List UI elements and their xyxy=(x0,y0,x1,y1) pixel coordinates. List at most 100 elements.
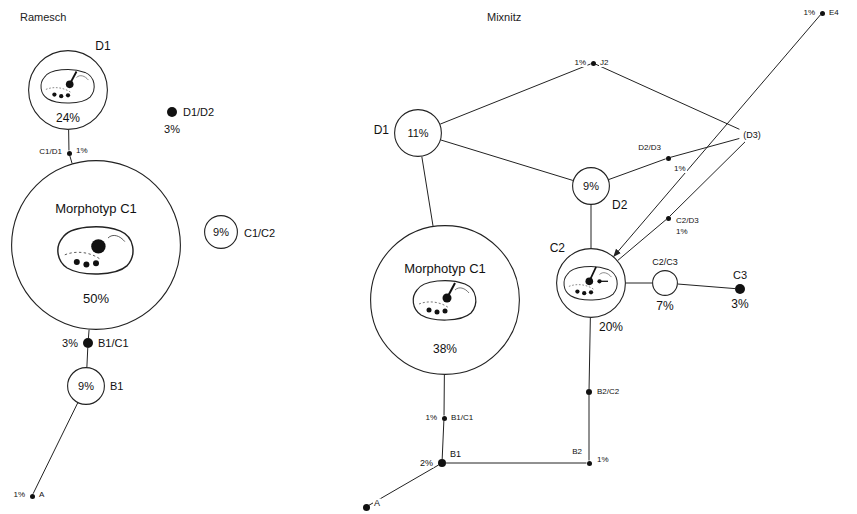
circle-outline xyxy=(205,216,238,249)
type-label: D1/D2 xyxy=(182,107,215,118)
percent-label: 1% xyxy=(75,147,89,155)
type-label: Morphotyp C1 xyxy=(403,262,487,275)
site-title: Mixnitz xyxy=(487,12,521,23)
network-line xyxy=(68,130,69,151)
type-label: E4 xyxy=(828,9,840,17)
percent-label: 3% xyxy=(61,338,79,349)
dot-shape xyxy=(820,11,825,16)
network-line xyxy=(591,205,592,248)
percent-label: 24% xyxy=(55,112,81,124)
dot-shape xyxy=(30,494,35,499)
dot-shape xyxy=(442,416,447,421)
morphotype-circle: D124% xyxy=(28,50,108,130)
percent-label: 7% xyxy=(655,300,674,312)
network-line xyxy=(614,15,821,257)
dot-shape xyxy=(586,389,592,395)
type-label: D2/D3 xyxy=(637,144,662,152)
network-line xyxy=(678,284,735,289)
network-line xyxy=(589,318,590,389)
morphotype-circle: 9%D2 xyxy=(572,167,610,205)
percent-label: 1% xyxy=(675,228,689,236)
dot-shape xyxy=(666,216,671,221)
tooth-drawing xyxy=(41,70,94,103)
percent-label: 2% xyxy=(419,459,434,468)
transition-dot: 1%J2 xyxy=(591,61,596,66)
dot-shape xyxy=(666,156,671,161)
circle-outline xyxy=(29,51,108,130)
percent-label: 1% xyxy=(424,414,438,422)
type-label: C3 xyxy=(732,270,748,281)
network-line xyxy=(618,220,666,261)
circle-outline xyxy=(68,368,105,405)
circle-outline xyxy=(395,110,442,157)
network-line xyxy=(626,283,652,284)
type-label: D1 xyxy=(94,40,111,52)
dot-shape xyxy=(591,61,596,66)
network-line xyxy=(441,140,573,180)
circle-outline xyxy=(12,161,181,330)
type-label: C1/C2 xyxy=(243,228,276,239)
dot-shape xyxy=(438,459,446,467)
dot-shape xyxy=(30,494,35,499)
morphotype-circle: 9%B1 xyxy=(67,367,105,405)
dot-shape xyxy=(363,504,370,511)
dot-shape xyxy=(586,389,592,395)
percent-label: 1% xyxy=(573,59,587,67)
transition-dot: 2%B1 xyxy=(438,459,446,467)
circle-outline xyxy=(652,270,678,296)
network-line xyxy=(589,395,590,461)
circle-outline xyxy=(557,249,626,318)
percent-label: 50% xyxy=(82,292,110,305)
transition-dot: 1%A xyxy=(30,494,35,499)
dot-shape xyxy=(587,461,592,466)
network-line xyxy=(33,403,78,494)
type-label: C1/D1 xyxy=(38,148,63,156)
tooth-drawing xyxy=(564,267,617,300)
dot-shape xyxy=(587,461,592,466)
network-line xyxy=(440,64,590,124)
transition-dot: A xyxy=(363,504,370,511)
tooth-drawing xyxy=(58,227,133,274)
morphotype-circle: C220% xyxy=(556,248,626,318)
junction-label: (D3) xyxy=(741,130,763,141)
transition-dot: D1/D23% xyxy=(167,107,177,117)
percent-label: 1% xyxy=(802,9,816,17)
dot-shape xyxy=(735,284,745,294)
dot-shape xyxy=(67,151,72,156)
morphotype-circle: C2/C37% xyxy=(652,270,678,296)
percent-label: 1% xyxy=(673,165,687,173)
percent-label: 9% xyxy=(77,381,95,392)
type-label: B2/C2 xyxy=(596,388,620,396)
percent-label: 9% xyxy=(212,227,230,238)
tooth-drawing xyxy=(413,281,476,320)
morphotype-circle: Morphotyp C1 38% xyxy=(370,225,520,375)
dot-shape xyxy=(167,107,177,117)
circle-outline xyxy=(11,160,181,330)
type-label: Morphotyp C1 xyxy=(54,202,138,215)
percent-label: 11% xyxy=(406,128,429,139)
morphotype-circle: 9%C1/C2 xyxy=(204,215,238,249)
percent-label: 1% xyxy=(12,491,26,499)
network-line xyxy=(422,157,433,226)
circle-outline xyxy=(556,248,626,318)
transition-dot: 1%B1/C1 xyxy=(442,416,447,421)
type-label: A xyxy=(373,499,381,508)
dot-shape xyxy=(442,416,447,421)
network-line xyxy=(86,348,88,367)
dot-shape xyxy=(167,107,177,117)
percent-label: 1% xyxy=(596,456,610,464)
transition-dot: 1%E4 xyxy=(820,11,825,16)
type-label: J2 xyxy=(599,59,609,67)
percent-label: 3% xyxy=(730,298,749,310)
type-label: (D3) xyxy=(741,130,763,141)
type-label: C2/D3 xyxy=(675,217,700,225)
dot-shape xyxy=(820,11,825,16)
percent-label: 38% xyxy=(432,343,458,355)
network-line xyxy=(88,330,90,338)
dot-shape xyxy=(666,156,671,161)
network-line xyxy=(609,159,666,180)
dot-shape xyxy=(67,151,72,156)
dot-shape xyxy=(735,284,745,294)
